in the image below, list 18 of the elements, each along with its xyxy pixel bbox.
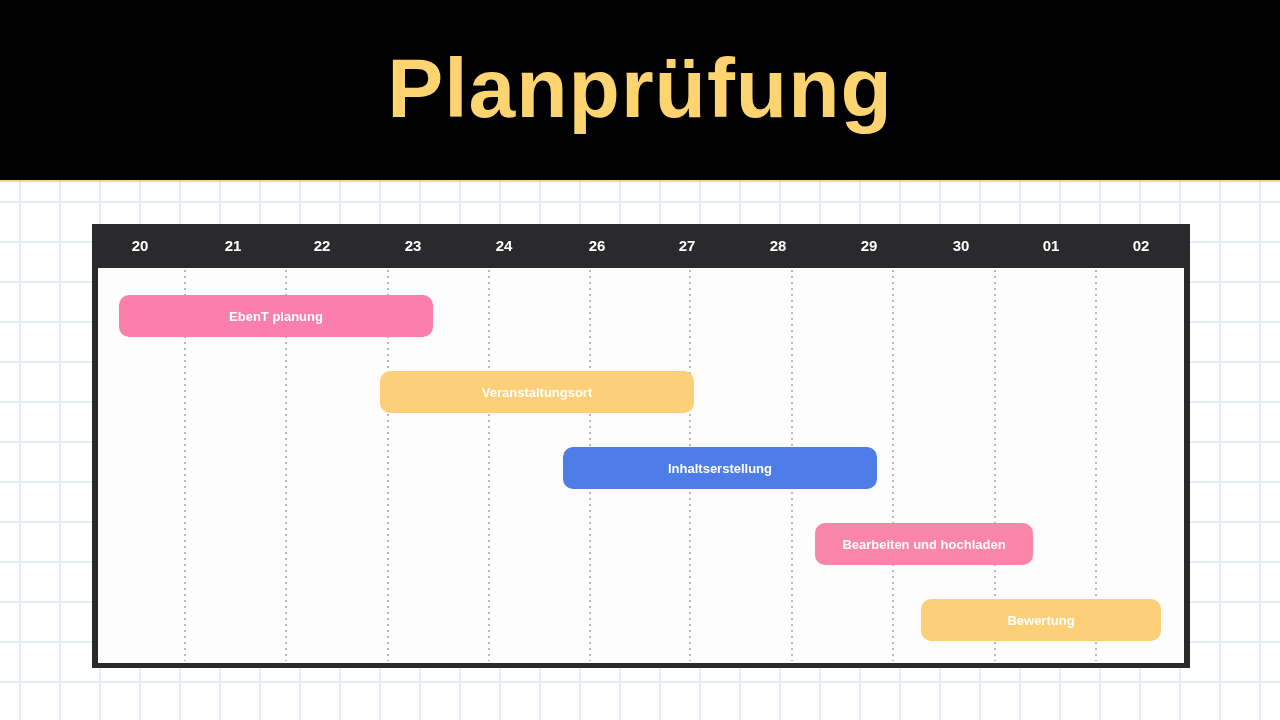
task-bar: Veranstaltungsort [380, 371, 694, 413]
date-label: 01 [1041, 236, 1061, 256]
task-bar: Bearbeiten und hochladen [815, 523, 1033, 565]
date-label: 22 [312, 236, 332, 256]
date-label: 23 [403, 236, 423, 256]
title: Planprüfung [386, 40, 894, 137]
date-label: 26 [587, 236, 607, 256]
date-label: 20 [130, 236, 150, 256]
date-label: 28 [768, 236, 788, 256]
date-label: 24 [494, 236, 514, 256]
task-bar: Bewertung [921, 599, 1161, 641]
date-label: 21 [223, 236, 243, 256]
date-label: 02 [1131, 236, 1151, 256]
task-bar: Inhaltserstellung [563, 447, 877, 489]
date-label: 30 [951, 236, 971, 256]
date-label: 29 [859, 236, 879, 256]
task-bar: EbenT planung [119, 295, 433, 337]
date-label: 27 [677, 236, 697, 256]
